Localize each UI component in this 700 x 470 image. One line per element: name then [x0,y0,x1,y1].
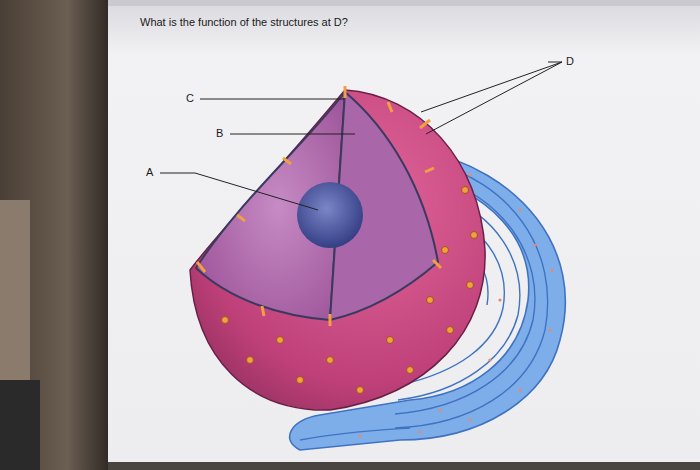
callout-letter: D [566,55,574,67]
question-title: What is the function of the structures a… [140,16,348,28]
callout-letter: C [186,92,194,104]
callout-letter: B [216,127,223,139]
callout-letter: A [146,166,153,178]
